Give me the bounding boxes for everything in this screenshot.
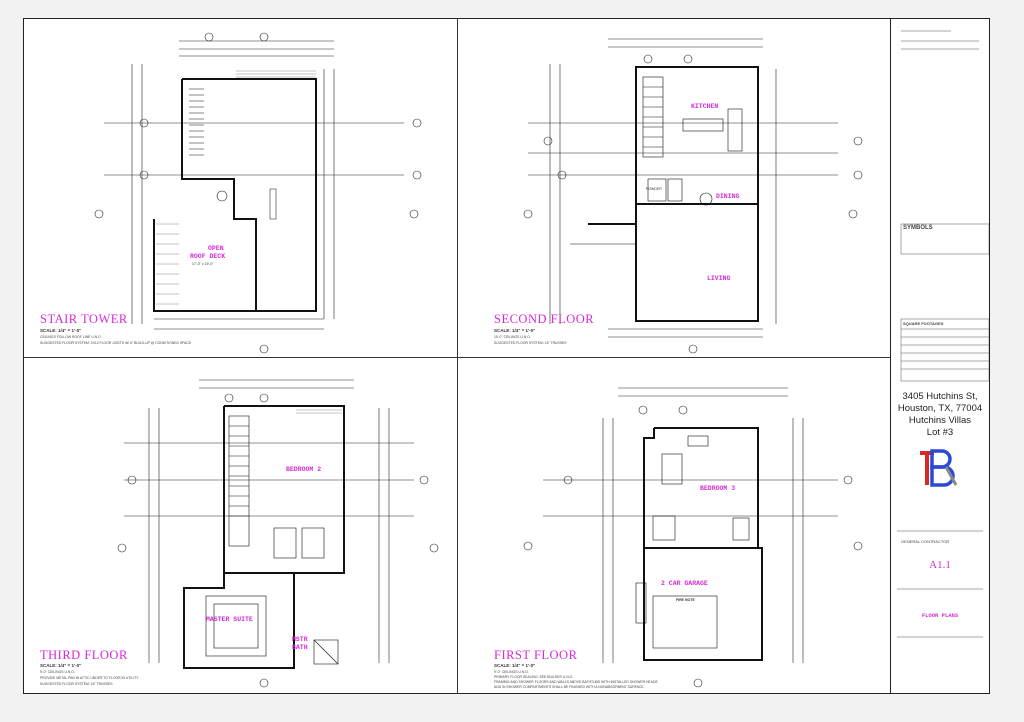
second-floor-plan [523,38,863,354]
symbols-label: SYMBOLS [903,225,933,231]
panel-scale-second-floor: SCALE: 1/4" = 1'-0" [494,328,536,333]
drawing-sheet: OPEN ROOF DECK 17'-0" x 19'-0" STAIR TOW… [23,18,990,694]
panel-second-floor: KITCHEN DINING LIVING POWDER SECOND FLOO… [458,19,891,356]
room-label-bedroom-3: BEDROOM 3 [700,485,736,492]
room-label-bath: BATH [292,644,308,651]
company-logo-mark [920,449,958,487]
panel-scale-stair-tower: SCALE: 1/4" = 1'-0" [40,328,82,333]
address-line-4: Lot #3 [926,427,954,438]
panel-note-second-floor-2: SUGGESTED FLOOR SYSTEM: 16" TRUSSES [494,341,567,345]
room-label-bedroom-2: BEDROOM 2 [286,466,322,473]
address-line-3: Hutchins Villas [908,415,972,426]
sheet-title: FLOOR PLANS [921,612,959,619]
panel-note-first-floor-3: FRAMING AND SHOWER FLOORS AND WALLS ABOV… [494,680,658,684]
sheet-number: A1.1 [929,559,951,571]
room-label-living: LIVING [707,275,731,282]
fire-note-heading: FIRE NOTE [676,598,695,602]
room-label-open: OPEN [208,245,224,252]
room-size-roof-deck: 17'-0" x 19'-0" [192,262,214,266]
room-label-master-suite: MASTER SUITE [206,616,253,623]
panel-title-stair-tower: STAIR TOWER [40,312,128,326]
first-floor-plan [523,387,863,688]
panel-first-floor: BEDROOM 3 2 CAR GARAGE FIRE NOTE FIRST F… [458,358,891,695]
room-label-roof-deck: ROOF DECK [190,253,226,260]
room-label-mstr: MSTR [292,636,308,643]
panel-title-third-floor: THIRD FLOOR [40,648,128,662]
panel-note-third-floor-1: 9'-0" CEILINGS U.N.O. [40,670,75,674]
panel-title-first-floor: FIRST FLOOR [494,648,578,662]
panel-note-first-floor-1: 9'-0" CEILINGS U.N.O. [494,670,529,674]
room-label-garage: 2 CAR GARAGE [661,580,708,587]
contractor-label: GENERAL CONTRACTOR [901,539,950,544]
address-line-1: 3405 Hutchins St, [902,391,978,402]
panel-note-second-floor-1: 10'-0" CEILINGS U.N.O. [494,335,531,339]
title-block-frame [897,30,989,638]
panel-third-floor: BEDROOM 2 MASTER SUITE MSTR BATH THIRD F… [24,358,457,695]
panel-stair-tower: OPEN ROOF DECK 17'-0" x 19'-0" STAIR TOW… [24,19,457,356]
square-footage-label: SQUARE FOOTAGES [903,321,944,326]
panel-note-stair-tower-2: SUGGESTED FLOOR SYSTEM: 2X12 FLOOR JOIST… [40,341,192,345]
room-label-powder: POWDER [646,187,662,191]
third-floor-plan [117,379,439,688]
panel-divider-vertical [457,19,458,693]
room-label-kitchen: KITCHEN [691,103,719,110]
panel-note-third-floor-2: PROVIDE METAL PAN IN ATTIC UNDER TO FLOO… [40,676,139,680]
panel-note-stair-tower-1: CEILINGS FOLLOW ROOF LINE U.N.O. [40,335,102,339]
panel-scale-third-floor: SCALE: 1/4" = 1'-0" [40,663,82,668]
stair-tower-plan [94,32,422,354]
drawing-area: OPEN ROOF DECK 17'-0" x 19'-0" STAIR TOW… [24,19,891,693]
company-logo [916,447,964,491]
project-address: 3405 Hutchins St, Houston, TX, 77004 Hut… [891,391,989,439]
panel-note-first-floor-2: PRIMARY FLOOR SEALING: SEE BUILDER U.N.O… [494,675,574,679]
panel-scale-first-floor: SCALE: 1/4" = 1'-0" [494,663,536,668]
panel-note-first-floor-4: AND IN SHOWER COMPARTMENTS SHALL BE FINI… [494,685,645,689]
title-block: SYMBOLS SQUARE FOOTAGES 3405 Hutchins St… [891,19,989,693]
room-label-dining: DINING [716,193,740,200]
panel-note-third-floor-3: SUGGESTED FLOOR SYSTEM: 16" TRUSSES [40,682,113,686]
address-line-2: Houston, TX, 77004 [897,403,983,414]
panel-title-second-floor: SECOND FLOOR [494,312,595,326]
